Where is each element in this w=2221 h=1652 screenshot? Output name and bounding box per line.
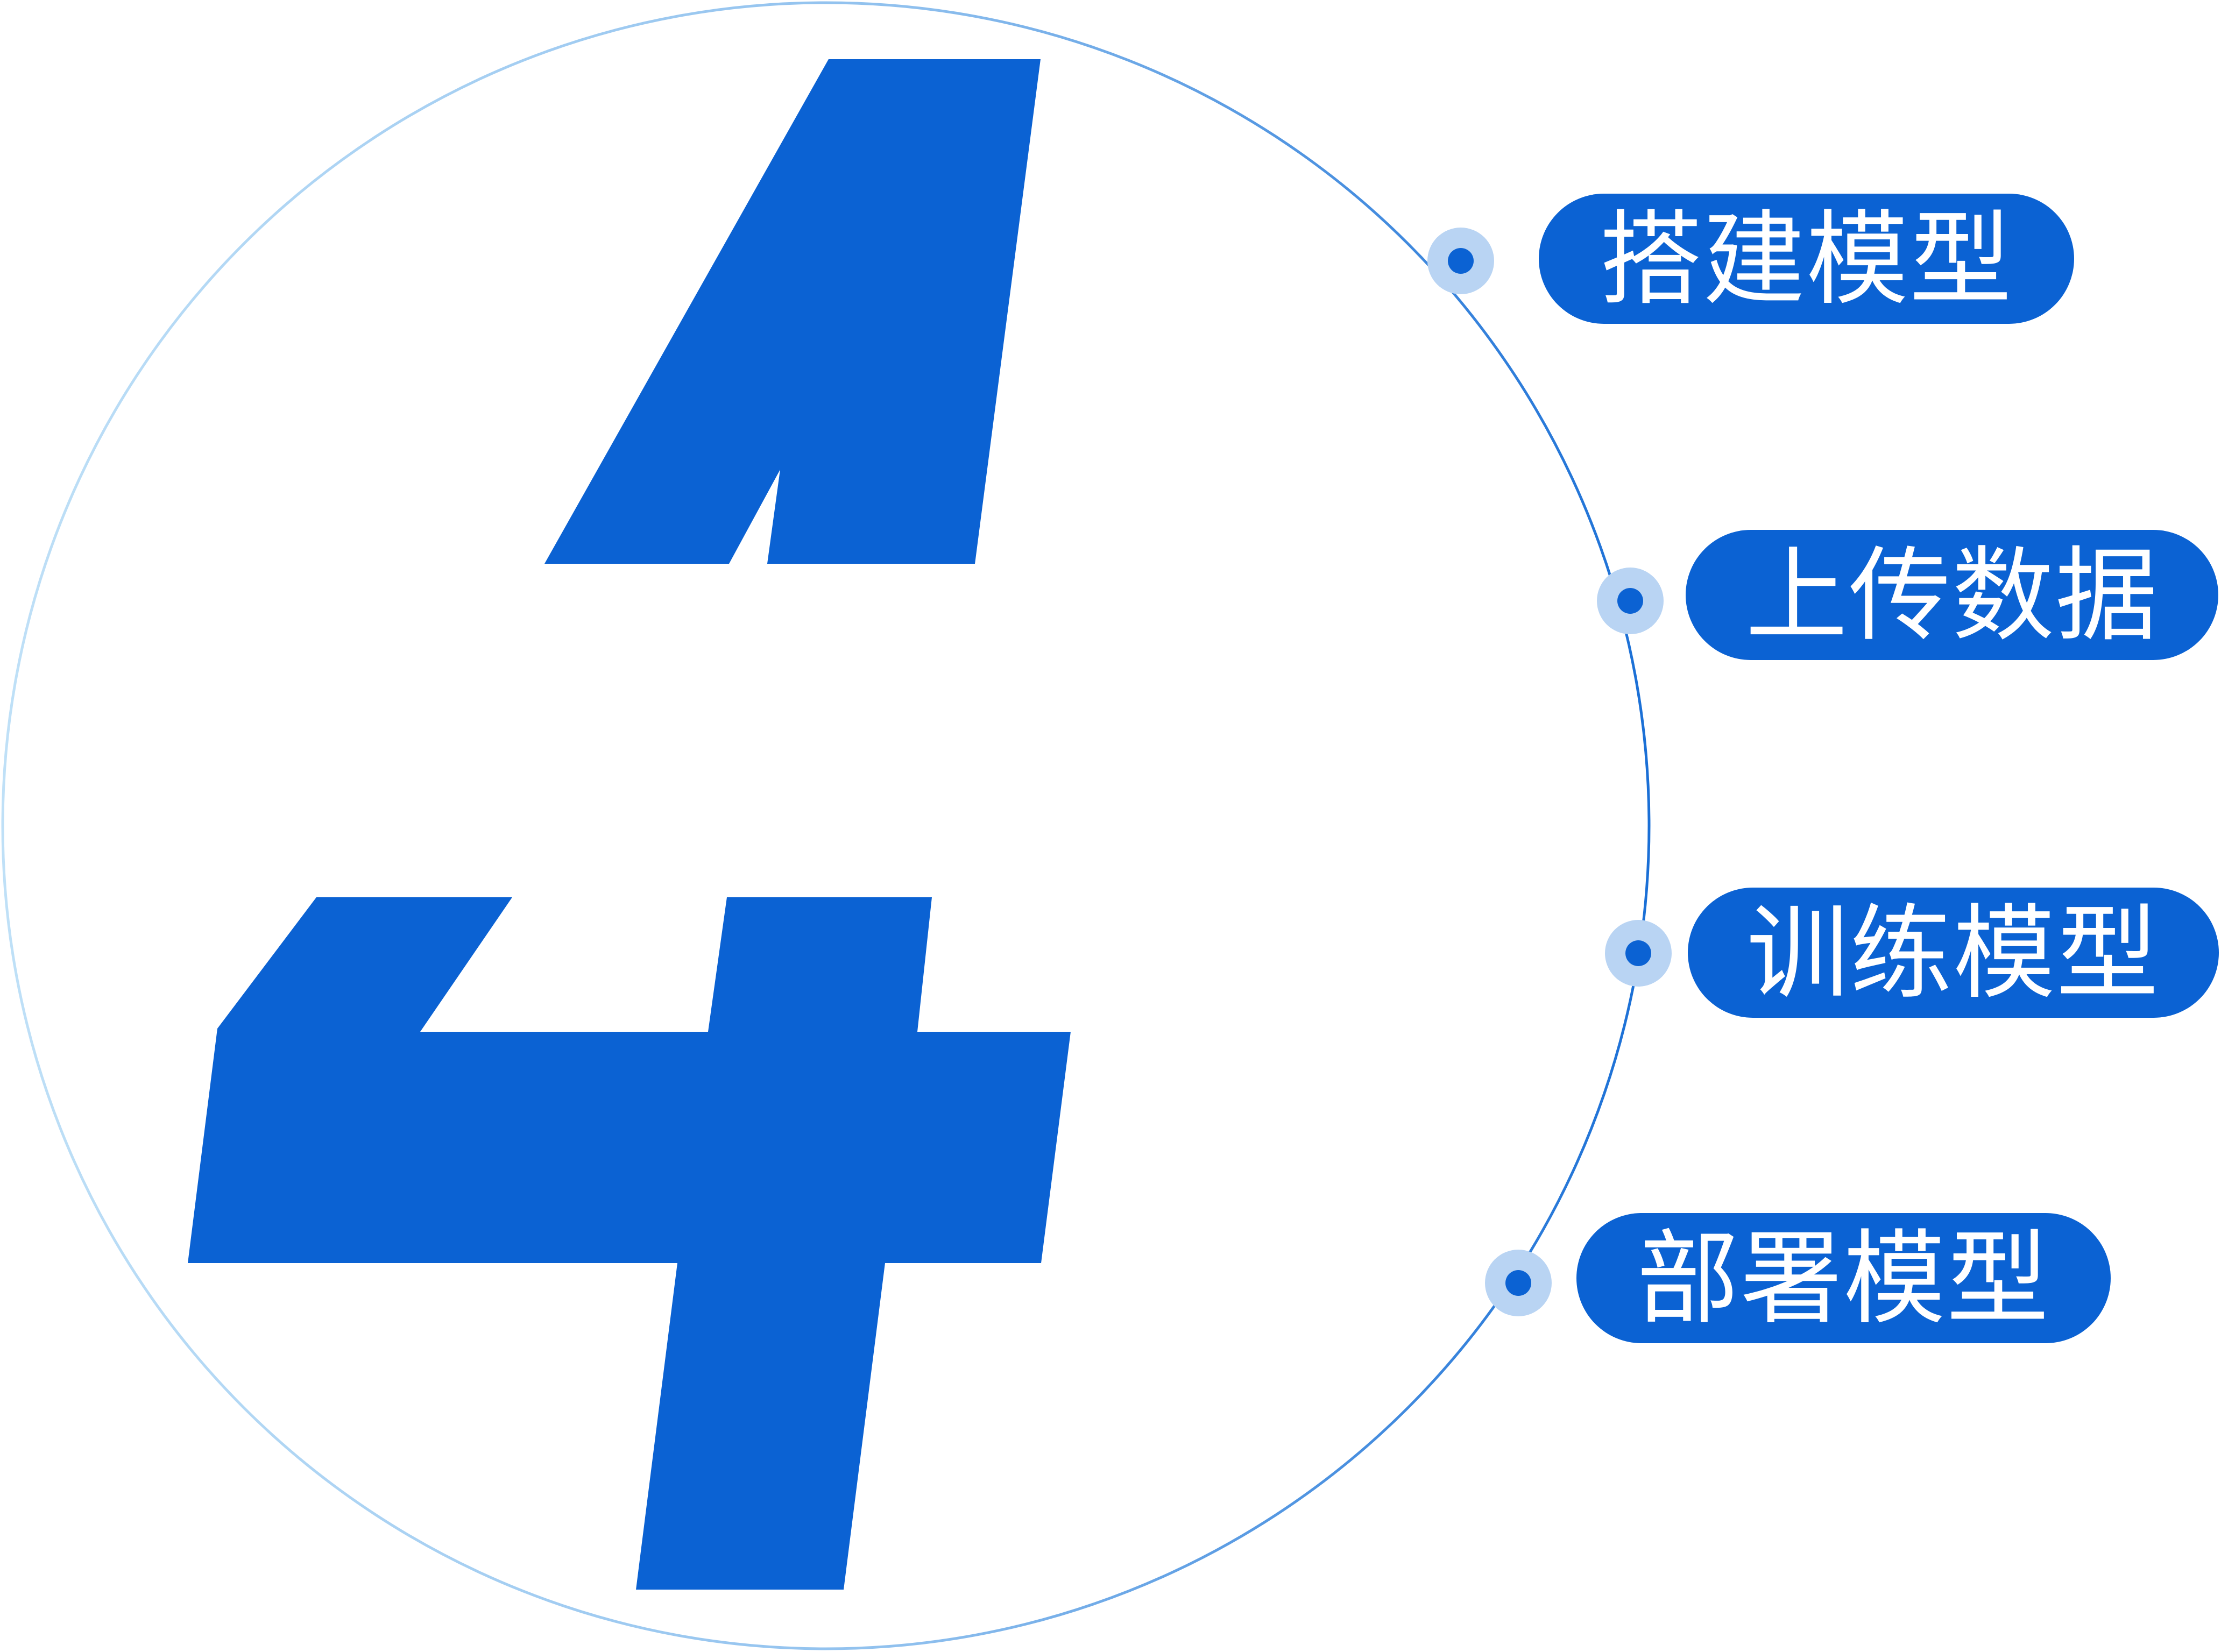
- orbit-circle: [1, 1, 1651, 1650]
- step-dot: [1505, 1270, 1531, 1296]
- step-label: 训练模型: [1746, 894, 2160, 1013]
- step-item-train-model: 训练模型: [1605, 888, 2219, 1018]
- step-pill-train-model[interactable]: [1688, 888, 2219, 1018]
- step-label: 上传数据: [1745, 536, 2159, 655]
- step-dot: [1617, 588, 1643, 614]
- step-label: 部署模型: [1637, 1219, 2050, 1338]
- step-dot: [1625, 940, 1651, 966]
- headline-line-2: 交付可用模型: [349, 746, 1056, 887]
- numeral-four-shape: [188, 59, 1071, 1590]
- step-pill-build-model[interactable]: [1539, 194, 2074, 324]
- headline-line-1: 一站式服务: [408, 598, 1000, 739]
- step-dot: [1448, 248, 1474, 274]
- step-pill-upload-data[interactable]: [1686, 530, 2218, 660]
- step-item-deploy-model: 部署模型: [1485, 1213, 2111, 1343]
- step-label: 搭建模型: [1600, 200, 2013, 319]
- step-item-upload-data: 上传数据: [1597, 530, 2218, 660]
- step-item-build-model: 搭建模型: [1427, 194, 2074, 324]
- step-pill-deploy-model[interactable]: [1576, 1213, 2111, 1343]
